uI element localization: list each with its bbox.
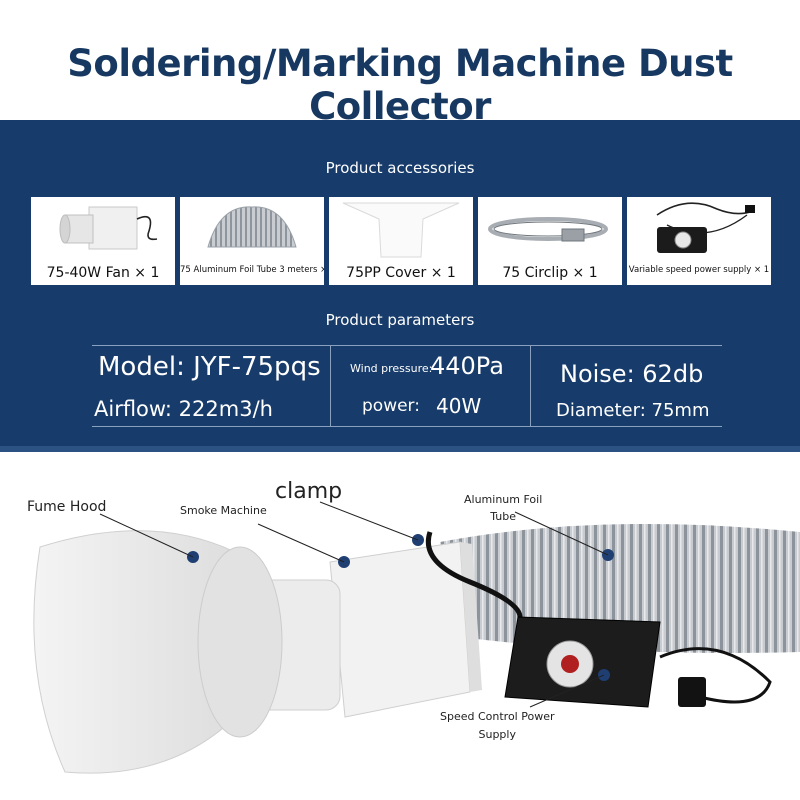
airflow-value: Airflow: 222m3/h: [94, 397, 273, 421]
parameters-heading: Product parameters: [325, 311, 475, 329]
accessory-label: 75-40W Fan × 1: [46, 265, 160, 281]
accessory-label: 75 Aluminum Foil Tube 3 meters × 1: [180, 265, 324, 275]
power-value: 40W: [436, 394, 482, 418]
page-title: Soldering/Marking Machine Dust Collector: [67, 42, 733, 128]
circlip-icon: [488, 217, 608, 242]
wind-pressure-value: 440Pa: [430, 352, 504, 380]
power-supply-icon: [656, 202, 755, 253]
callout-foil-line2: Tube: [490, 510, 517, 523]
accessory-card-cover: 75PP Cover × 1: [329, 197, 473, 285]
fan-icon: [59, 206, 158, 250]
callout-speed-line1: Speed Control Power: [440, 710, 555, 723]
foil-tube-icon: [207, 206, 297, 248]
parameters-table: [92, 345, 722, 427]
diameter-value: Diameter: 75mm: [556, 400, 710, 421]
accessory-card-fan: 75-40W Fan × 1: [31, 197, 175, 285]
callout-fume-hood: Fume Hood: [27, 499, 107, 515]
product-photo: [33, 501, 800, 774]
table-divider: [530, 345, 531, 427]
callout-speed-control: Speed Control Power Supply: [440, 708, 555, 744]
accessory-label: Variable speed power supply × 1: [628, 265, 770, 275]
accessory-label: 75PP Cover × 1: [346, 265, 456, 281]
callout-speed-line2: Supply: [478, 728, 517, 741]
callout-smoke-machine: Smoke Machine: [180, 504, 267, 517]
band-divider: [0, 446, 800, 452]
callout-clamp: clamp: [275, 479, 343, 504]
callout-foil-line1: Aluminum Foil: [464, 493, 543, 506]
accessories-heading: Product accessories: [325, 159, 475, 177]
accessory-label: 75 Circlip × 1: [502, 265, 598, 281]
power-label: power:: [362, 396, 420, 416]
callout-foil-tube: Aluminum Foil Tube: [464, 491, 542, 525]
cover-icon: [342, 202, 460, 258]
accessory-card-power-supply: Variable speed power supply × 1: [627, 197, 771, 285]
table-divider: [330, 345, 331, 427]
noise-value: Noise: 62db: [560, 360, 704, 388]
wind-pressure-label: Wind pressure:: [350, 362, 433, 375]
model-value: Model: JYF-75pqs: [98, 352, 321, 382]
accessory-card-foil-tube: 75 Aluminum Foil Tube 3 meters × 1: [180, 197, 324, 285]
accessory-card-circlip: 75 Circlip × 1: [478, 197, 622, 285]
